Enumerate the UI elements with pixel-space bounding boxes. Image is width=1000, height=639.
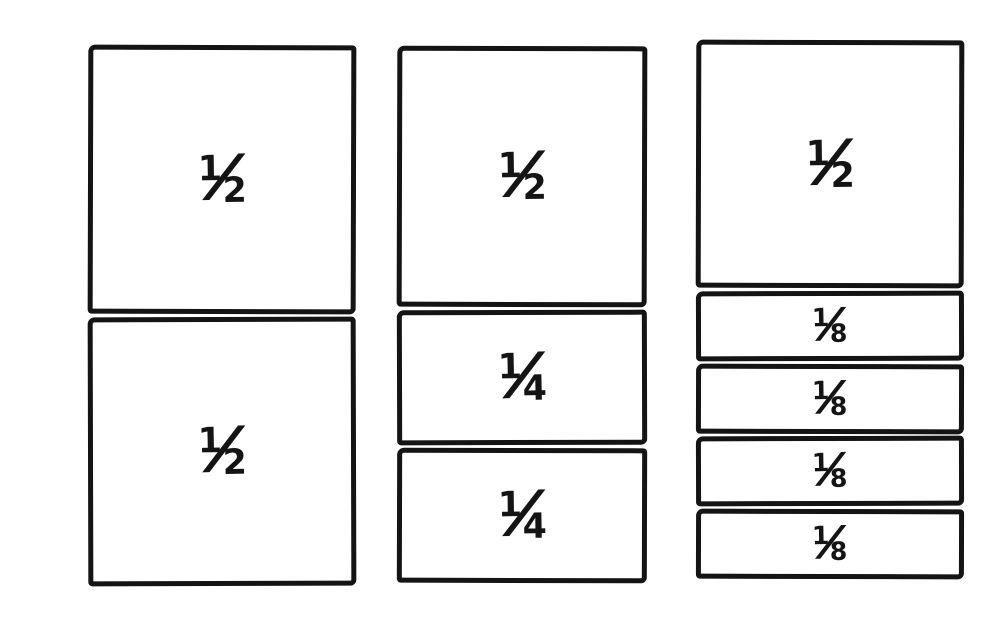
fraction-label-one-eighth: 1⁄8 [811, 444, 849, 496]
fraction-section-one-half: 1⁄2 [87, 44, 357, 314]
fraction-section-one-eighth: 1⁄8 [695, 290, 965, 361]
fraction-label-one-half: 1⁄2 [805, 127, 855, 199]
fraction-section-one-half: 1⁄2 [396, 45, 648, 307]
fraction-label-one-half: 1⁄2 [497, 139, 547, 211]
fraction-section-one-eighth: 1⁄8 [695, 363, 965, 434]
fraction-label-one-quarter: 1⁄4 [497, 478, 547, 550]
fraction-section-one-quarter: 1⁄4 [396, 309, 648, 446]
halves-bar: 1⁄2 1⁄2 [87, 44, 357, 586]
fraction-section-one-eighth: 1⁄8 [695, 508, 965, 579]
fraction-label-one-quarter: 1⁄4 [497, 340, 547, 412]
half-and-eighths-bar: 1⁄2 1⁄8 1⁄8 1⁄8 1⁄8 [695, 39, 965, 579]
fraction-label-one-eighth: 1⁄8 [812, 372, 848, 424]
fraction-section-one-eighth: 1⁄8 [695, 435, 965, 506]
half-and-quarters-bar: 1⁄2 1⁄4 1⁄4 [396, 45, 648, 584]
fraction-label-one-eighth: 1⁄8 [812, 517, 848, 569]
fraction-label-one-half: 1⁄2 [197, 142, 247, 214]
fraction-label-one-eighth: 1⁄8 [811, 299, 849, 351]
fraction-section-one-half: 1⁄2 [87, 316, 357, 586]
fraction-section-one-quarter: 1⁄4 [396, 447, 648, 584]
fraction-label-one-half: 1⁄2 [197, 414, 247, 486]
fraction-section-one-half: 1⁄2 [695, 39, 965, 289]
